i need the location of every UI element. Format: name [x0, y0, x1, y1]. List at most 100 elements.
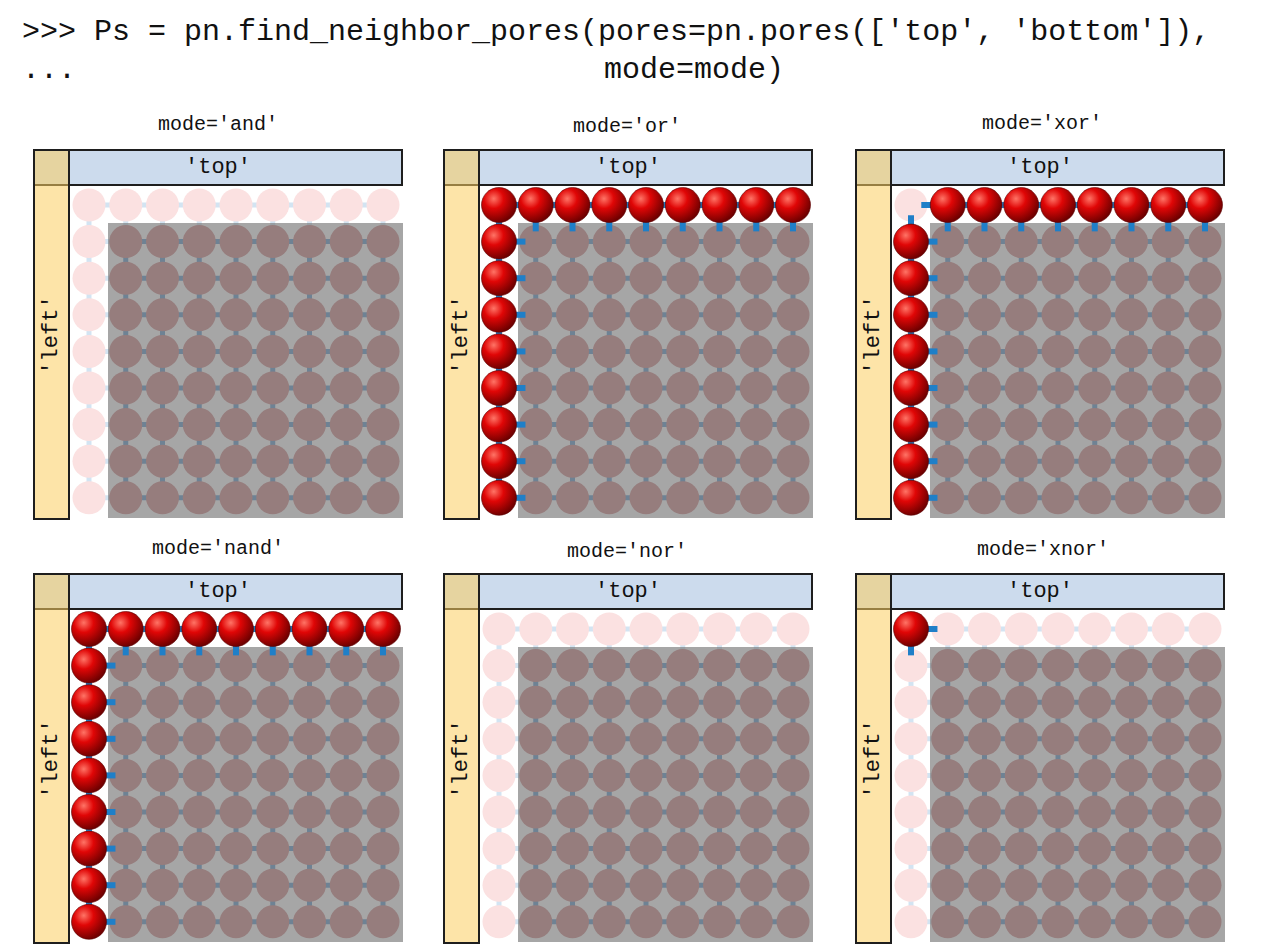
selected-pore	[665, 188, 700, 223]
interior-shade	[930, 647, 1225, 942]
selected-pores	[72, 612, 401, 940]
pore	[483, 722, 516, 755]
pore	[483, 869, 516, 902]
selected-pore	[776, 188, 811, 223]
code-line: mode=mode)	[604, 52, 784, 88]
pore-grid	[72, 612, 404, 943]
pore	[666, 189, 699, 222]
selected-pore	[894, 444, 929, 479]
top-boundary-band: 'top'	[33, 149, 403, 186]
pore	[895, 298, 928, 331]
selected-pore	[1114, 188, 1149, 223]
band-label: 'left'	[41, 295, 63, 374]
pore	[895, 905, 928, 938]
top-boundary-band: 'top'	[443, 149, 813, 186]
pore	[73, 408, 106, 441]
pore	[1115, 189, 1148, 222]
pore	[73, 189, 106, 222]
pore	[1042, 189, 1075, 222]
panel-title: mode='and'	[158, 113, 278, 137]
selected-pore	[482, 371, 517, 406]
pore	[895, 481, 928, 514]
pore	[777, 189, 810, 222]
pore	[73, 372, 106, 405]
panel-title: mode='nor'	[567, 540, 687, 564]
pore	[931, 189, 964, 222]
panel-title: mode='or'	[573, 115, 681, 139]
selected-pore	[592, 188, 627, 223]
pore	[895, 335, 928, 368]
selected-pore	[72, 831, 107, 866]
pore	[73, 832, 106, 865]
selected-pore	[894, 297, 929, 332]
band-label: 'left'	[863, 719, 885, 798]
pore	[1189, 189, 1222, 222]
band-label: 'top'	[595, 157, 661, 179]
panel-title: mode='nand'	[152, 537, 284, 561]
selected-pore	[482, 297, 517, 332]
pore	[183, 189, 216, 222]
selected-pore	[255, 612, 290, 647]
pore	[483, 225, 516, 258]
selected-pore	[894, 407, 929, 442]
pore	[519, 189, 552, 222]
pore	[519, 613, 552, 646]
interior-shade	[930, 223, 1225, 518]
pore	[593, 613, 626, 646]
pore	[73, 335, 106, 368]
band-label: 'left'	[863, 295, 885, 374]
selected-pore	[482, 188, 517, 223]
selected-throats	[89, 629, 383, 922]
pore	[777, 613, 810, 646]
pore	[73, 225, 106, 258]
selected-pore	[72, 648, 107, 683]
selected-pore	[482, 444, 517, 479]
selected-pore	[894, 224, 929, 259]
pore-grid	[482, 188, 814, 519]
pore	[895, 722, 928, 755]
pore	[895, 372, 928, 405]
pore	[895, 445, 928, 478]
selected-pore	[518, 188, 553, 223]
selected-pore	[967, 188, 1002, 223]
pore-grid	[894, 612, 1226, 943]
band-label: 'top'	[1007, 581, 1073, 603]
pore	[73, 759, 106, 792]
selected-pore	[482, 224, 517, 259]
selected-pore	[930, 188, 965, 223]
pore	[895, 796, 928, 829]
interior-shade	[108, 223, 403, 518]
pore	[556, 613, 589, 646]
pore	[1152, 613, 1185, 646]
selected-pore	[72, 721, 107, 756]
selected-pore	[1188, 188, 1223, 223]
pore	[483, 372, 516, 405]
pore	[483, 686, 516, 719]
pore	[895, 613, 928, 646]
pore	[630, 613, 663, 646]
panel-title: mode='xor'	[982, 112, 1102, 136]
selected-pore	[72, 868, 107, 903]
pore	[895, 869, 928, 902]
selected-pore	[145, 612, 180, 647]
pore	[483, 481, 516, 514]
selected-pore	[72, 612, 107, 647]
selected-pore	[482, 334, 517, 369]
band-label: 'top'	[185, 581, 251, 603]
pore	[1005, 613, 1038, 646]
selected-pore	[555, 188, 590, 223]
pore	[483, 905, 516, 938]
pore	[73, 905, 106, 938]
selected-pore	[482, 480, 517, 515]
selected-pore	[702, 188, 737, 223]
selected-pore	[72, 795, 107, 830]
pore	[256, 613, 289, 646]
pore	[1115, 613, 1148, 646]
interior-shade	[518, 647, 813, 942]
pore	[895, 759, 928, 792]
pore	[895, 225, 928, 258]
pore	[73, 722, 106, 755]
pore	[483, 759, 516, 792]
band-label: 'top'	[185, 157, 251, 179]
